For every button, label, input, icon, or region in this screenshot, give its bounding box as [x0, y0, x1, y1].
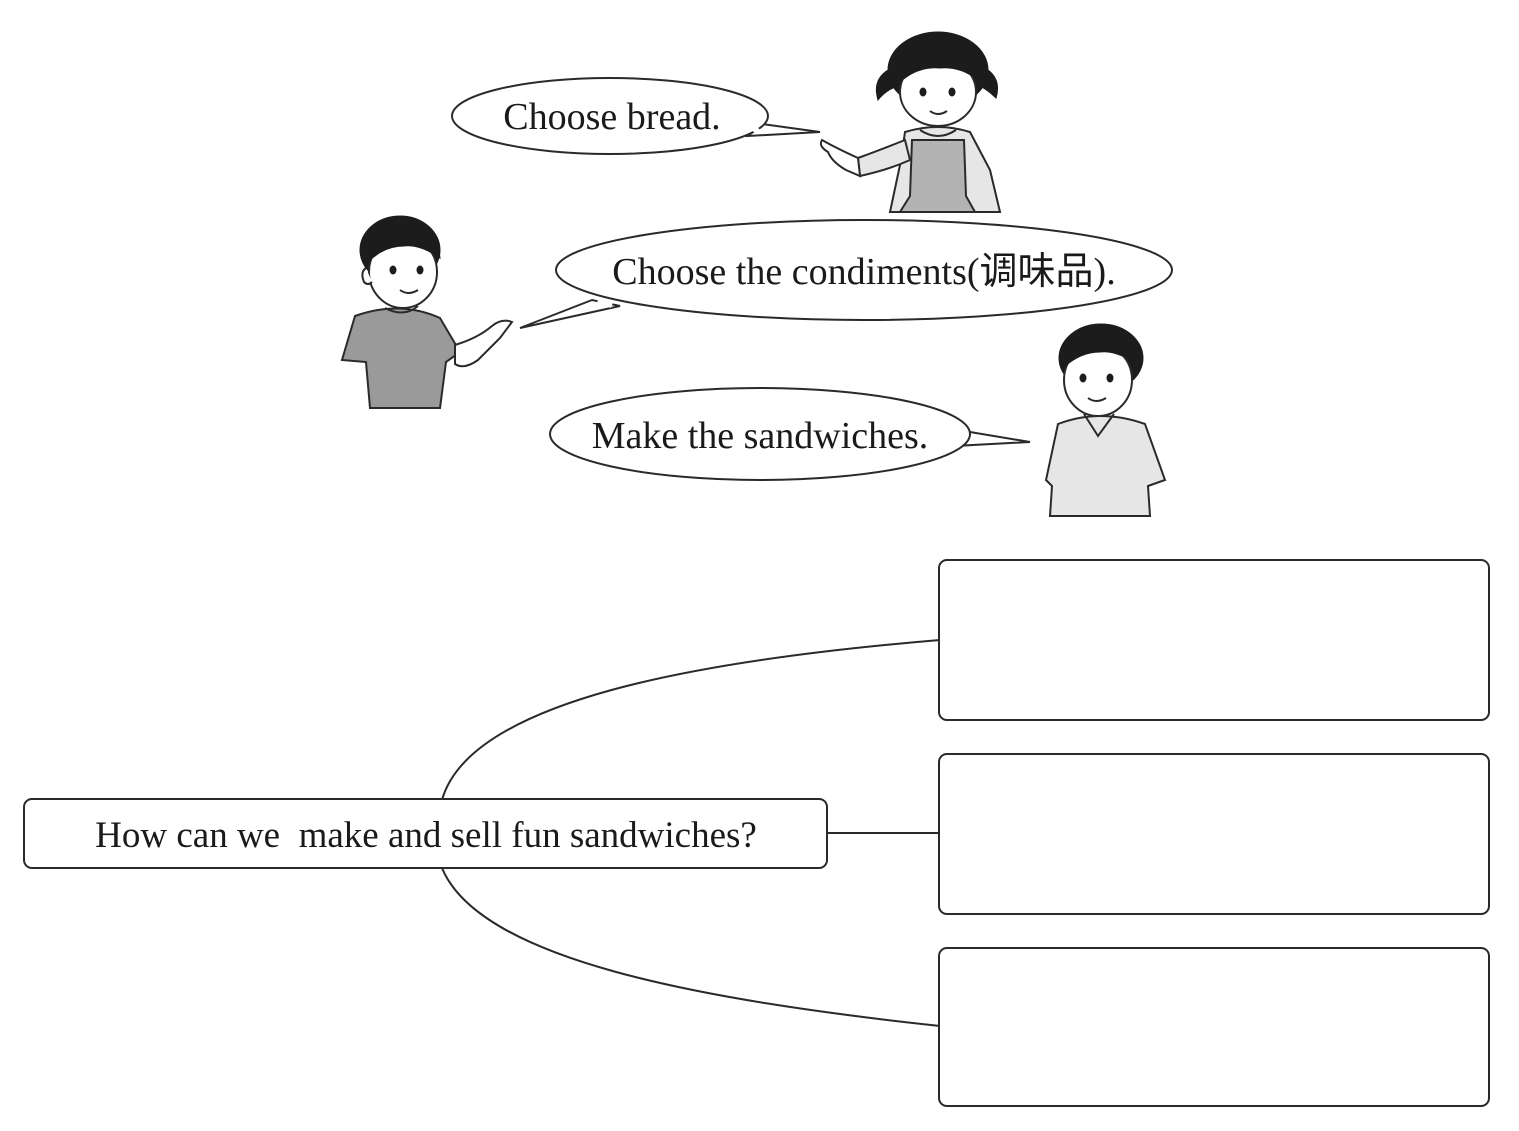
answer-box-3[interactable] — [938, 947, 1490, 1107]
bubble-3-text: Make the sandwiches. — [592, 415, 929, 457]
speech-bubble-2: Choose the condiments(调味品). — [519, 219, 1173, 329]
mind-map-connectors — [441, 639, 941, 1027]
speech-bubble-1: Choose bread. — [451, 77, 821, 155]
answer-box-1[interactable] — [938, 559, 1490, 721]
speech-bubble-3: Make the sandwiches. — [549, 387, 1031, 481]
bubble-2-text: Choose the condiments(调味品). — [612, 251, 1115, 293]
girl-figure — [819, 31, 1002, 213]
bubble-1-text: Choose bread. — [503, 96, 720, 138]
question-box: How can we make and sell fun sandwiches? — [23, 798, 828, 869]
boy-left-figure — [340, 215, 514, 409]
answer-box-2[interactable] — [938, 753, 1490, 915]
boy-right-figure — [1044, 323, 1167, 517]
question-text: How can we make and sell fun sandwiches? — [95, 815, 757, 856]
